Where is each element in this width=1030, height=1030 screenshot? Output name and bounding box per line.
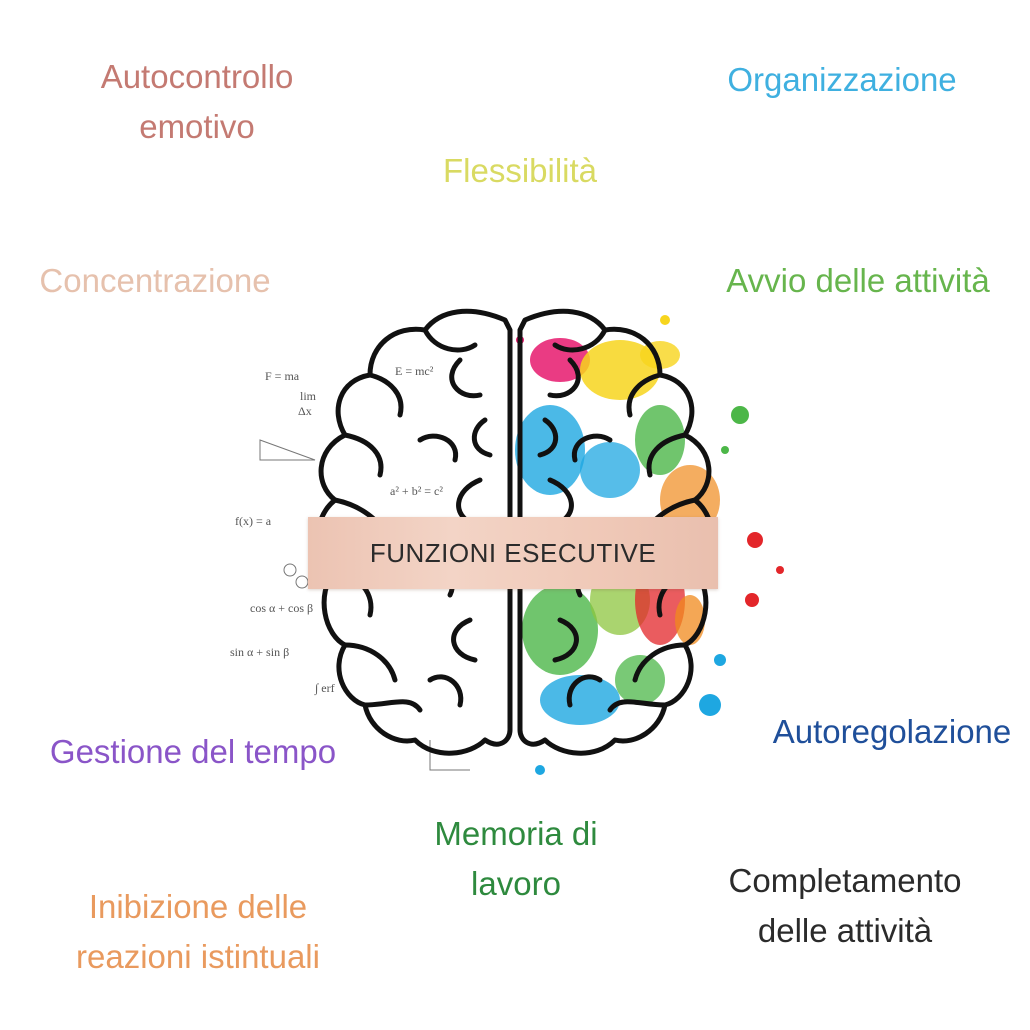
formula-text: E = mc² — [395, 364, 434, 378]
label-flessibilita: Flessibilità — [442, 152, 598, 189]
label-completamento-line2: delle attività — [757, 912, 933, 949]
label-completamento-line1: Completamento — [728, 862, 962, 899]
label-avvio-delle-attivita: Avvio delle attività — [726, 262, 990, 299]
formula-text: lim — [300, 389, 317, 403]
formula-group: F = ma E = mc² a² + b² = c² f(x) = a cos… — [230, 364, 470, 771]
label-inibizione-line2: reazioni istintuali — [76, 938, 320, 975]
label-gestione-del-tempo: Gestione del tempo — [49, 733, 337, 770]
label-memoria-di-lavoro: Memoria di lavoro — [434, 809, 597, 909]
formula-text: ∫ erf — [314, 681, 335, 695]
brain-illustration: F = ma E = mc² a² + b² = c² f(x) = a cos… — [220, 300, 820, 800]
label-memoria-line1: Memoria di — [434, 815, 598, 852]
label-inibizione: Inibizione delle reazioni istintuali — [76, 882, 320, 982]
formula-text: sin α + sin β — [230, 645, 289, 659]
label-completamento: Completamento delle attività — [729, 856, 962, 956]
label-autocontrollo-emotivo: Autocontrollo emotivo — [101, 52, 294, 152]
label-inibizione-line1: Inibizione delle — [88, 888, 308, 925]
formula-text: f(x) = a — [235, 514, 272, 528]
diagram-title: FUNZIONI ESECUTIVE — [369, 537, 657, 568]
label-concentrazione: Concentrazione — [39, 262, 271, 299]
label-autocontrollo-line2: emotivo — [139, 108, 255, 145]
formula-text: cos α + cos β — [250, 601, 313, 615]
title-band: FUNZIONI ESECUTIVE — [308, 517, 718, 589]
label-autoregolazione: Autoregolazione — [772, 713, 1012, 750]
formula-text: a² + b² = c² — [390, 484, 443, 498]
brain-svg: F = ma E = mc² a² + b² = c² f(x) = a cos… — [230, 308, 784, 775]
label-autocontrollo-line1: Autocontrollo — [100, 58, 294, 95]
formula-text: Δx — [298, 404, 312, 418]
label-memoria-line2: lavoro — [471, 865, 561, 902]
formula-text: F = ma — [265, 369, 300, 383]
label-organizzazione: Organizzazione — [727, 61, 957, 98]
